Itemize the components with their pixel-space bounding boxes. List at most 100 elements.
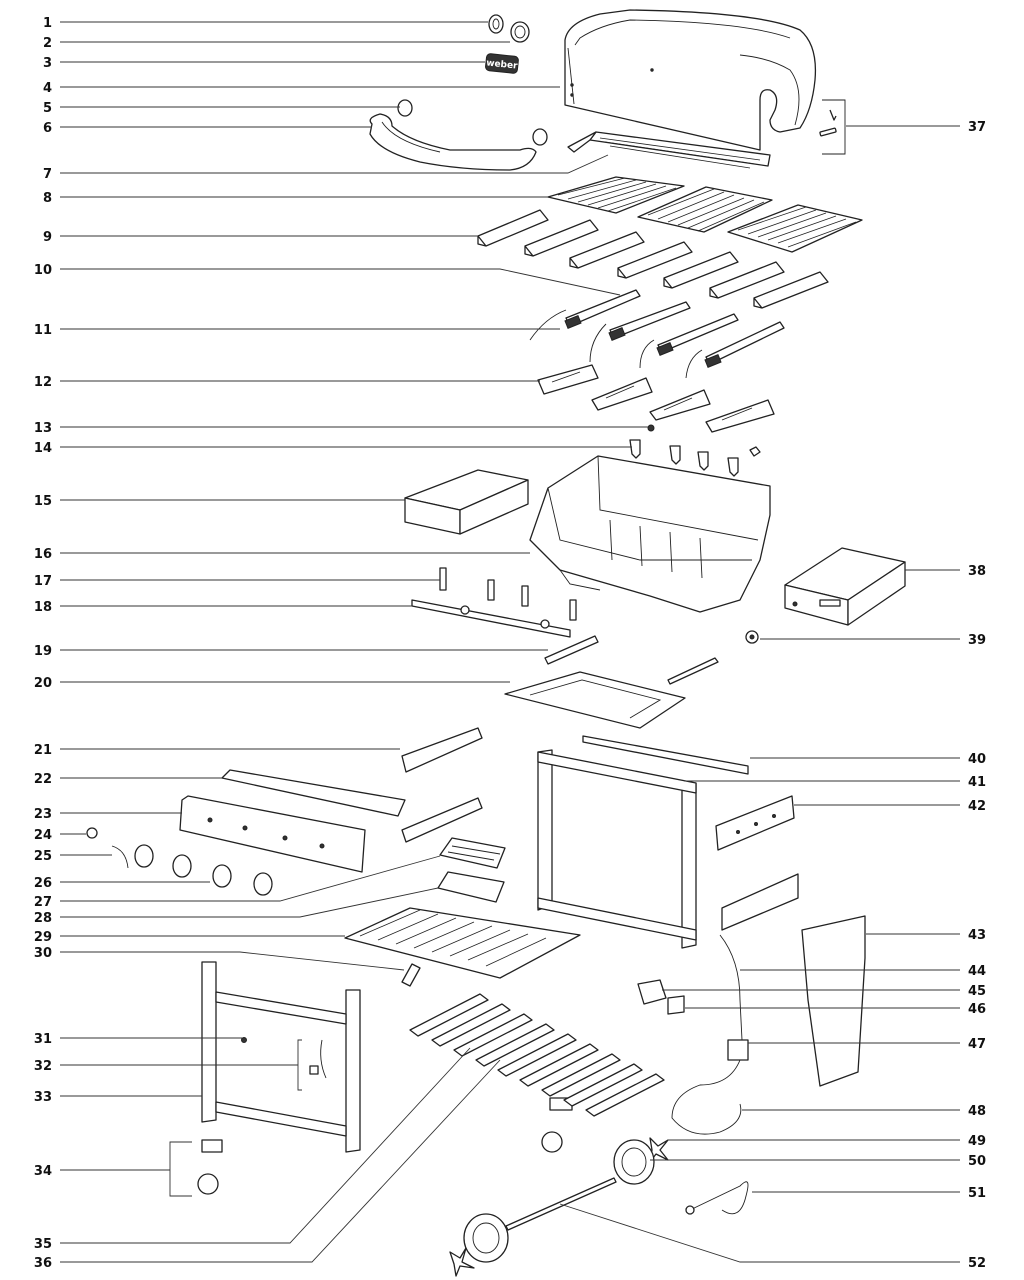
part-crossover-19 <box>544 635 719 685</box>
part-igniter-wires-11 <box>529 309 703 379</box>
callout-number-52: 52 <box>968 1256 986 1271</box>
part-bars-35-36 <box>409 993 665 1117</box>
part-control-panel-23 <box>179 795 366 873</box>
part-casters-34 <box>197 1097 573 1195</box>
part-lid-4 <box>564 9 817 151</box>
part-burner-tubes-10 <box>564 289 785 368</box>
callout-number-33: 33 <box>34 1090 52 1105</box>
callout-number-7: 7 <box>43 167 52 182</box>
callout-number-6: 6 <box>43 121 52 136</box>
part-hose-48 <box>671 1059 742 1135</box>
leader-line-7 <box>60 154 609 174</box>
leader-line-28 <box>60 887 439 918</box>
part-manifold-18 <box>411 599 571 638</box>
callout-number-17: 17 <box>34 574 52 589</box>
part-side-table-15 <box>404 469 529 535</box>
part-end-cap-2 <box>510 21 530 43</box>
part-cookbox-16 <box>529 455 771 613</box>
callout-number-47: 47 <box>968 1037 986 1052</box>
leader-line-27 <box>60 855 441 902</box>
callout-number-20: 20 <box>34 676 52 691</box>
part-regulator-47 <box>727 1039 749 1061</box>
callout-number-46: 46 <box>968 1002 986 1017</box>
part-hose-44 <box>719 934 743 1041</box>
part-screw-31 <box>241 1037 247 1043</box>
callout-number-27: 27 <box>34 895 52 910</box>
callout-number-40: 40 <box>968 752 986 767</box>
part-axle-52 <box>449 1177 617 1277</box>
callout-number-30: 30 <box>34 946 52 961</box>
part-control-panel-22 <box>221 769 406 817</box>
callout-number-36: 36 <box>34 1256 52 1271</box>
part-wire-32 <box>309 1039 327 1079</box>
callout-number-24: 24 <box>34 828 52 843</box>
part-valves-17 <box>439 567 577 621</box>
part-panel-43 <box>801 915 866 1087</box>
callout-number-26: 26 <box>34 876 52 891</box>
part-end-cap-1 <box>488 14 504 34</box>
part-heat-deflectors-12 <box>537 364 775 433</box>
callout-number-41: 41 <box>968 775 986 790</box>
part-clip-30 <box>401 963 421 987</box>
leader-line-35 <box>60 1047 471 1244</box>
callout-number-12: 12 <box>34 375 52 390</box>
part-tool-51 <box>685 1181 749 1215</box>
callout-number-51: 51 <box>968 1186 986 1201</box>
callout-number-32: 32 <box>34 1059 52 1074</box>
callout-number-5: 5 <box>43 101 52 116</box>
callout-number-18: 18 <box>34 600 52 615</box>
leader-line-10 <box>60 268 621 296</box>
part-drip-tray-27 <box>439 837 506 869</box>
leader-line-52 <box>559 1203 960 1263</box>
part-warming-rack-7 <box>567 131 771 169</box>
badge-logo-text: weber <box>486 58 519 71</box>
callout-number-31: 31 <box>34 1032 52 1047</box>
callout-number-13: 13 <box>34 421 52 436</box>
callout-number-3: 3 <box>43 56 52 71</box>
callout-number-23: 23 <box>34 807 52 822</box>
callout-number-4: 4 <box>43 81 52 96</box>
callout-number-39: 39 <box>968 633 986 648</box>
leader-line-32 <box>60 1039 302 1091</box>
part-lid-fasteners-37 <box>819 99 846 155</box>
part-handle-6 <box>369 99 548 171</box>
callout-number-25: 25 <box>34 849 52 864</box>
part-badge-3: weber <box>485 53 519 74</box>
callout-number-48: 48 <box>968 1104 986 1119</box>
callout-number-9: 9 <box>43 230 52 245</box>
part-cooking-grates-8 <box>547 176 863 253</box>
callout-number-49: 49 <box>968 1134 986 1149</box>
callout-number-21: 21 <box>34 743 52 758</box>
callout-number-19: 19 <box>34 644 52 659</box>
callout-number-16: 16 <box>34 547 52 562</box>
part-drip-tray-28 <box>437 871 505 903</box>
leader-line-30 <box>60 951 405 971</box>
callout-number-42: 42 <box>968 799 986 814</box>
leader-lines <box>60 21 960 1263</box>
callout-number-38: 38 <box>968 564 986 579</box>
part-panel-21 <box>401 727 483 843</box>
callout-number-28: 28 <box>34 911 52 926</box>
callout-number-37: 37 <box>968 120 986 135</box>
callout-number-1: 1 <box>43 16 52 31</box>
part-flavorizer-bars-9 <box>477 209 829 309</box>
callout-number-14: 14 <box>34 441 52 456</box>
part-frame-41 <box>537 749 697 949</box>
part-side-table-38 <box>784 547 906 626</box>
part-bracket-42 <box>715 795 799 931</box>
part-burner-clips-13-14 <box>629 424 761 477</box>
parts-artwork: weber <box>86 9 906 1277</box>
callout-number-11: 11 <box>34 323 52 338</box>
callout-number-50: 50 <box>968 1154 986 1169</box>
callout-number-43: 43 <box>968 928 986 943</box>
callout-number-44: 44 <box>968 964 986 979</box>
part-wheel-50 <box>613 1139 655 1185</box>
leader-line-36 <box>60 1059 501 1263</box>
part-catch-pan-20 <box>504 671 686 729</box>
part-frame-33 <box>201 961 361 1153</box>
part-bracket-45-46 <box>637 979 685 1015</box>
callout-number-15: 15 <box>34 494 52 509</box>
leader-line-34 <box>60 1141 192 1197</box>
